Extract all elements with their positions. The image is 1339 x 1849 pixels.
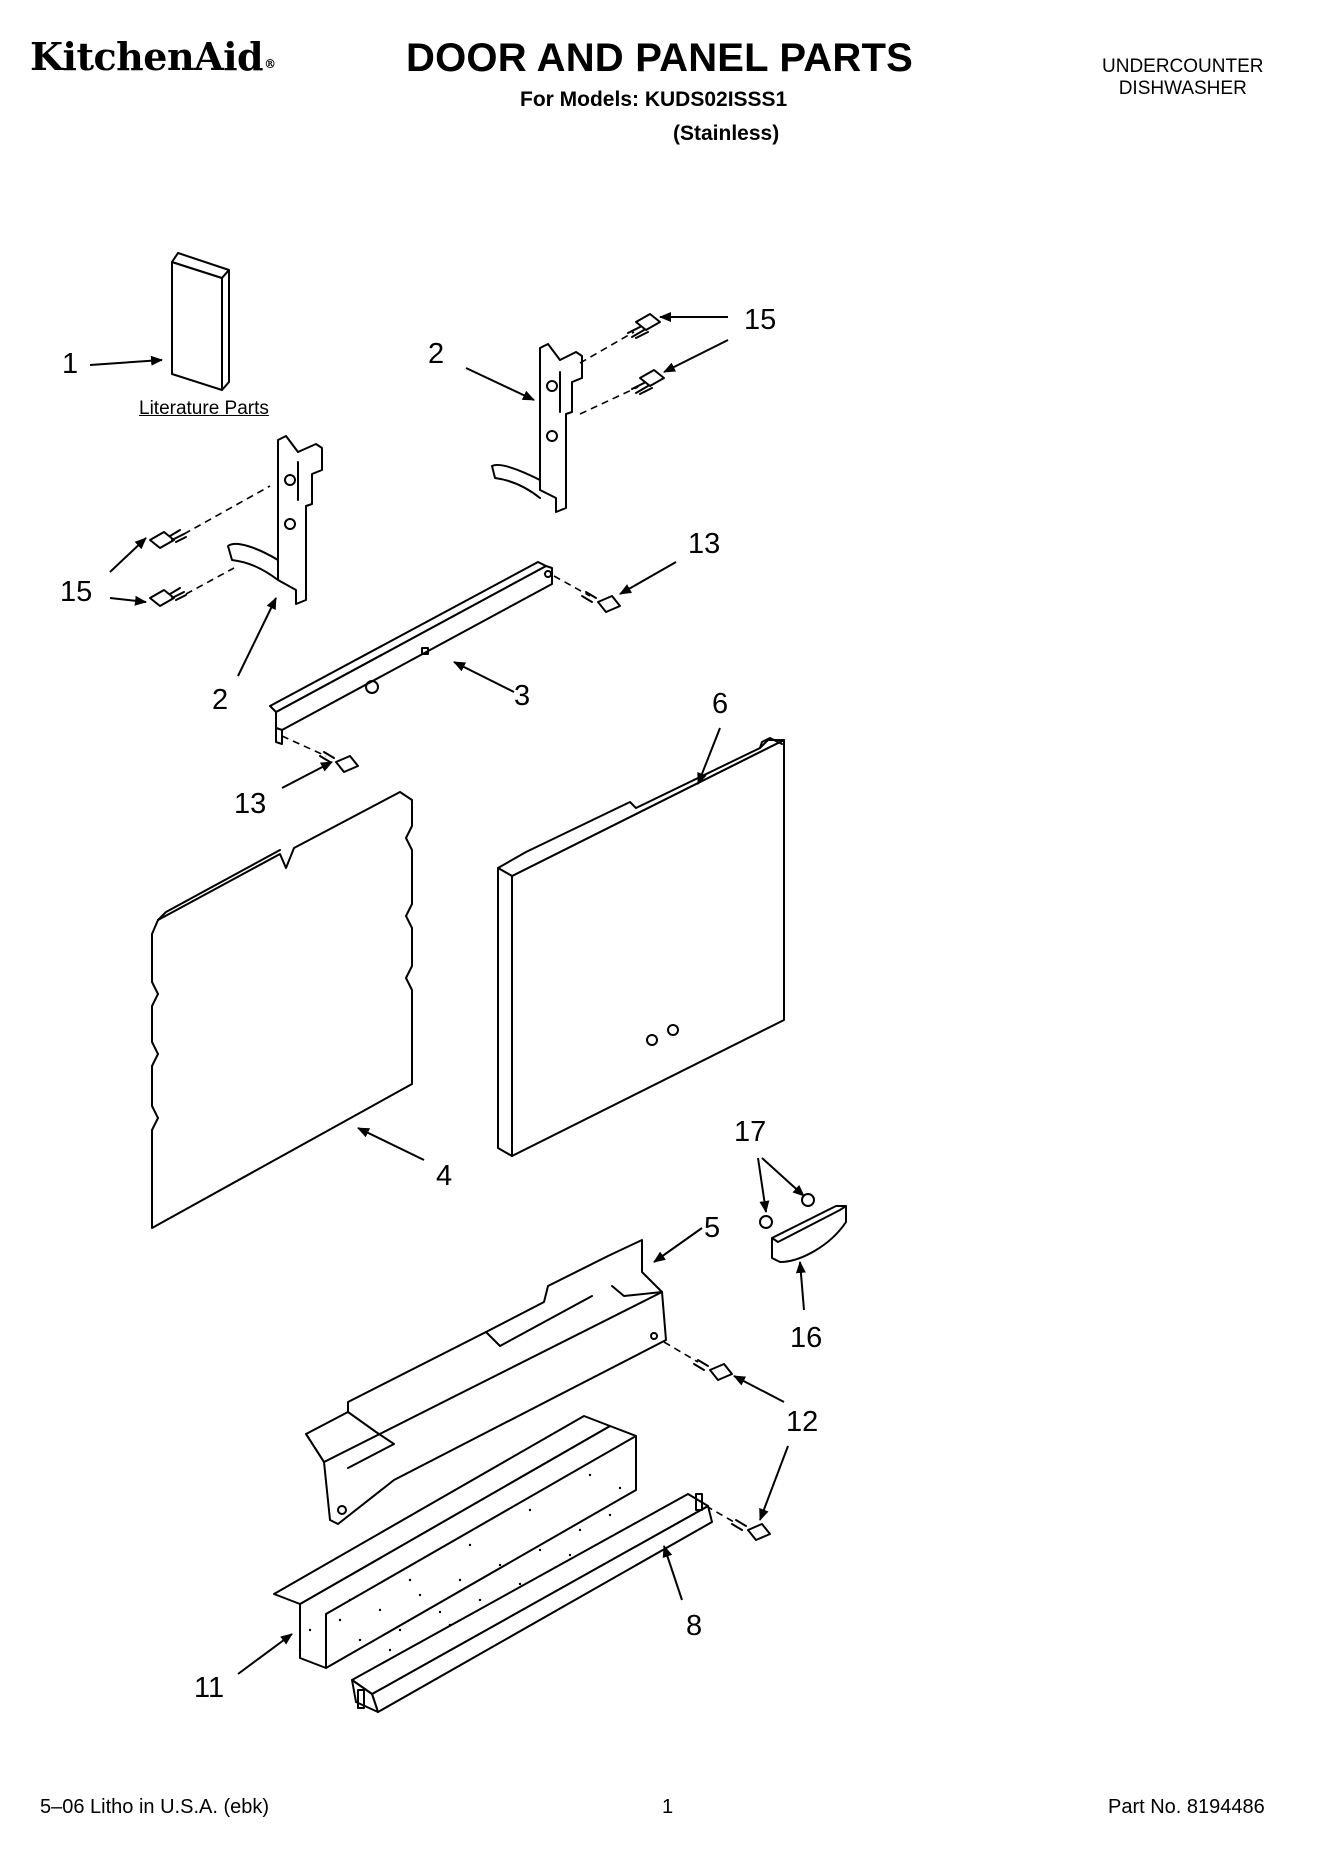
callout-17: 17 bbox=[734, 1116, 767, 1148]
inner-door-panel-part bbox=[151, 791, 413, 1229]
callout-15: 15 bbox=[60, 576, 93, 608]
callout-4: 4 bbox=[436, 1160, 453, 1192]
handle-16-part bbox=[771, 1205, 847, 1263]
variant-label: (Stainless) bbox=[673, 122, 780, 145]
callout-16: 16 bbox=[790, 1322, 823, 1354]
door-channel-part bbox=[269, 561, 553, 745]
appliance-type: UNDERCOUNTER DISHWASHER bbox=[1102, 56, 1264, 100]
insulation-strip-part bbox=[273, 1415, 637, 1669]
leader-arrows bbox=[89, 312, 806, 1675]
appliance-line-2: DISHWASHER bbox=[1118, 78, 1247, 99]
screw-12-pair bbox=[663, 1341, 771, 1541]
callout-2: 2 bbox=[212, 684, 229, 716]
callout-13: 13 bbox=[688, 528, 721, 560]
part-number: Part No. 8194486 bbox=[1108, 1796, 1265, 1818]
outer-door-panel-part bbox=[497, 737, 785, 1157]
registered-mark: ® bbox=[264, 57, 276, 71]
models-line: For Models: KUDS02ISSS1 bbox=[520, 88, 788, 111]
door-bracket-right-part bbox=[491, 343, 583, 513]
callout-13: 13 bbox=[234, 788, 267, 820]
screw-13-upper bbox=[553, 575, 621, 613]
brand-logo: KitchenAid® bbox=[30, 34, 276, 79]
screw-15-left-pair bbox=[149, 485, 271, 607]
callout-11: 11 bbox=[194, 1672, 225, 1704]
callout-8: 8 bbox=[686, 1610, 703, 1642]
callout-15: 15 bbox=[744, 304, 777, 336]
callout-6: 6 bbox=[712, 688, 729, 720]
callout-12: 12 bbox=[786, 1406, 819, 1438]
kick-plate-part bbox=[351, 1493, 713, 1713]
clip-17-pair bbox=[759, 1193, 815, 1229]
callout-3: 3 bbox=[514, 680, 531, 712]
toe-panel-bracket-part bbox=[305, 1239, 667, 1525]
door-bracket-left-part bbox=[227, 435, 323, 605]
callout-2: 2 bbox=[428, 338, 445, 370]
screw-13-lower bbox=[281, 735, 359, 773]
literature-book-part bbox=[171, 252, 230, 391]
screw-15-upper-pair bbox=[579, 313, 665, 415]
appliance-line-1: UNDERCOUNTER bbox=[1102, 56, 1264, 77]
footer-litho: 5–06 Litho in U.S.A. (ebk) bbox=[40, 1796, 270, 1818]
callout-1: 1 bbox=[62, 348, 79, 380]
page-title: DOOR AND PANEL PARTS bbox=[406, 36, 913, 80]
literature-parts-label: Literature Parts bbox=[139, 398, 269, 419]
page-number: 1 bbox=[662, 1796, 674, 1818]
callout-5: 5 bbox=[704, 1212, 721, 1244]
